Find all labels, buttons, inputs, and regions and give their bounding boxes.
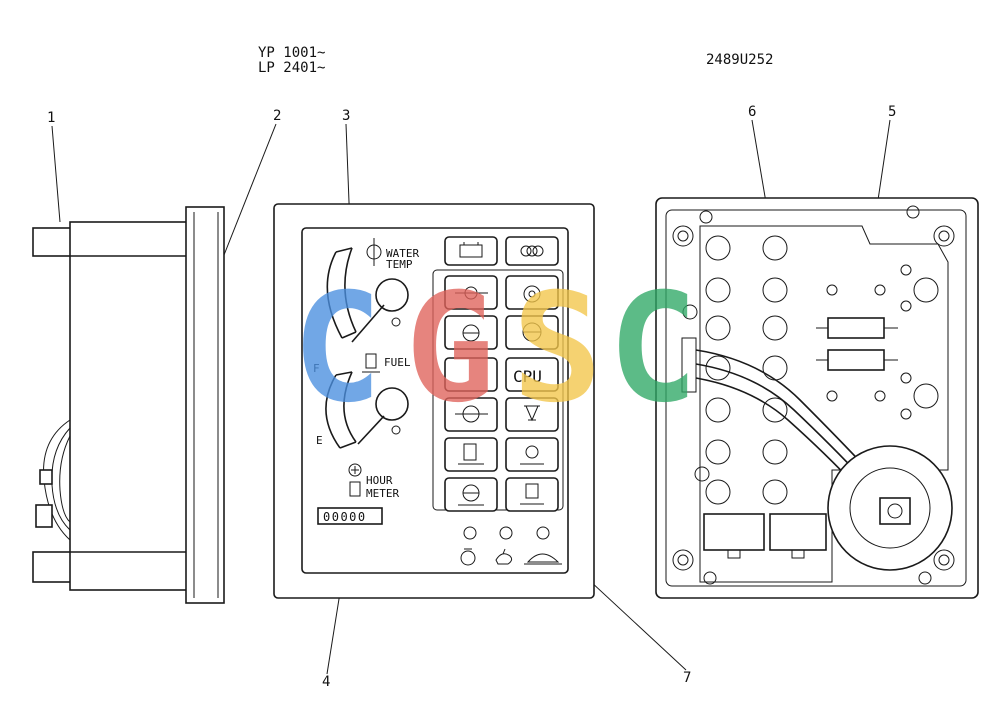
hour-meter-digits: 00000 <box>323 510 367 524</box>
watermark-letter-c1: C <box>292 262 382 436</box>
coolant-temp-icon <box>462 324 480 342</box>
oil-pressure-icon <box>455 286 488 300</box>
hour-meter-label-2: METER <box>366 487 399 500</box>
fuel-empty-label: E <box>316 434 323 447</box>
bulb-sockets <box>705 235 939 505</box>
side-view <box>32 206 225 604</box>
preheat-coil-icon <box>520 245 544 257</box>
water-level-icon <box>458 484 484 506</box>
water-temp-label-1: WATER <box>386 247 419 260</box>
watermark-letter-g: G <box>405 262 495 436</box>
callout-1: 1 <box>47 110 55 126</box>
turtle-icon <box>524 553 562 565</box>
light-icon <box>460 548 476 566</box>
callout-4: 4 <box>322 674 330 690</box>
watermark-letter-c2: C <box>608 262 698 436</box>
seat-icon <box>524 405 540 422</box>
leader-lines <box>51 119 891 675</box>
rear-view <box>655 197 979 599</box>
indicator-grid <box>444 236 559 512</box>
oil-level-icon <box>520 445 544 465</box>
callout-6: 6 <box>748 104 756 120</box>
filter-icon <box>522 322 542 342</box>
hour-meter-label-1: HOUR <box>366 474 393 487</box>
front-panel: WATER TEMP FUEL F E HOUR METER 00000 <box>273 203 595 599</box>
water-temp-label-2: TEMP <box>386 258 413 271</box>
callout-5: 5 <box>888 104 896 120</box>
callout-2: 2 <box>273 108 281 124</box>
drawing-code: 2489U252 <box>706 52 773 68</box>
serial-range-1: YP 1001~ <box>258 45 325 61</box>
fuel-filter-icon <box>520 483 544 505</box>
fuel-label: FUEL <box>384 356 411 369</box>
fuel-pump-icon <box>458 443 484 465</box>
callout-7: 7 <box>683 670 691 686</box>
fuel-full-label: F <box>313 362 320 375</box>
watermark: C G S C <box>292 262 698 436</box>
watermark-letter-s: S <box>512 262 602 436</box>
rabbit-icon <box>495 548 513 565</box>
serial-range-2: LP 2401~ <box>258 60 325 76</box>
charge-icon <box>455 405 488 423</box>
callout-3: 3 <box>342 108 350 124</box>
battery-icon <box>459 242 483 258</box>
oil-drop-icon <box>523 285 541 303</box>
cpu-icon: CPU <box>513 367 542 386</box>
